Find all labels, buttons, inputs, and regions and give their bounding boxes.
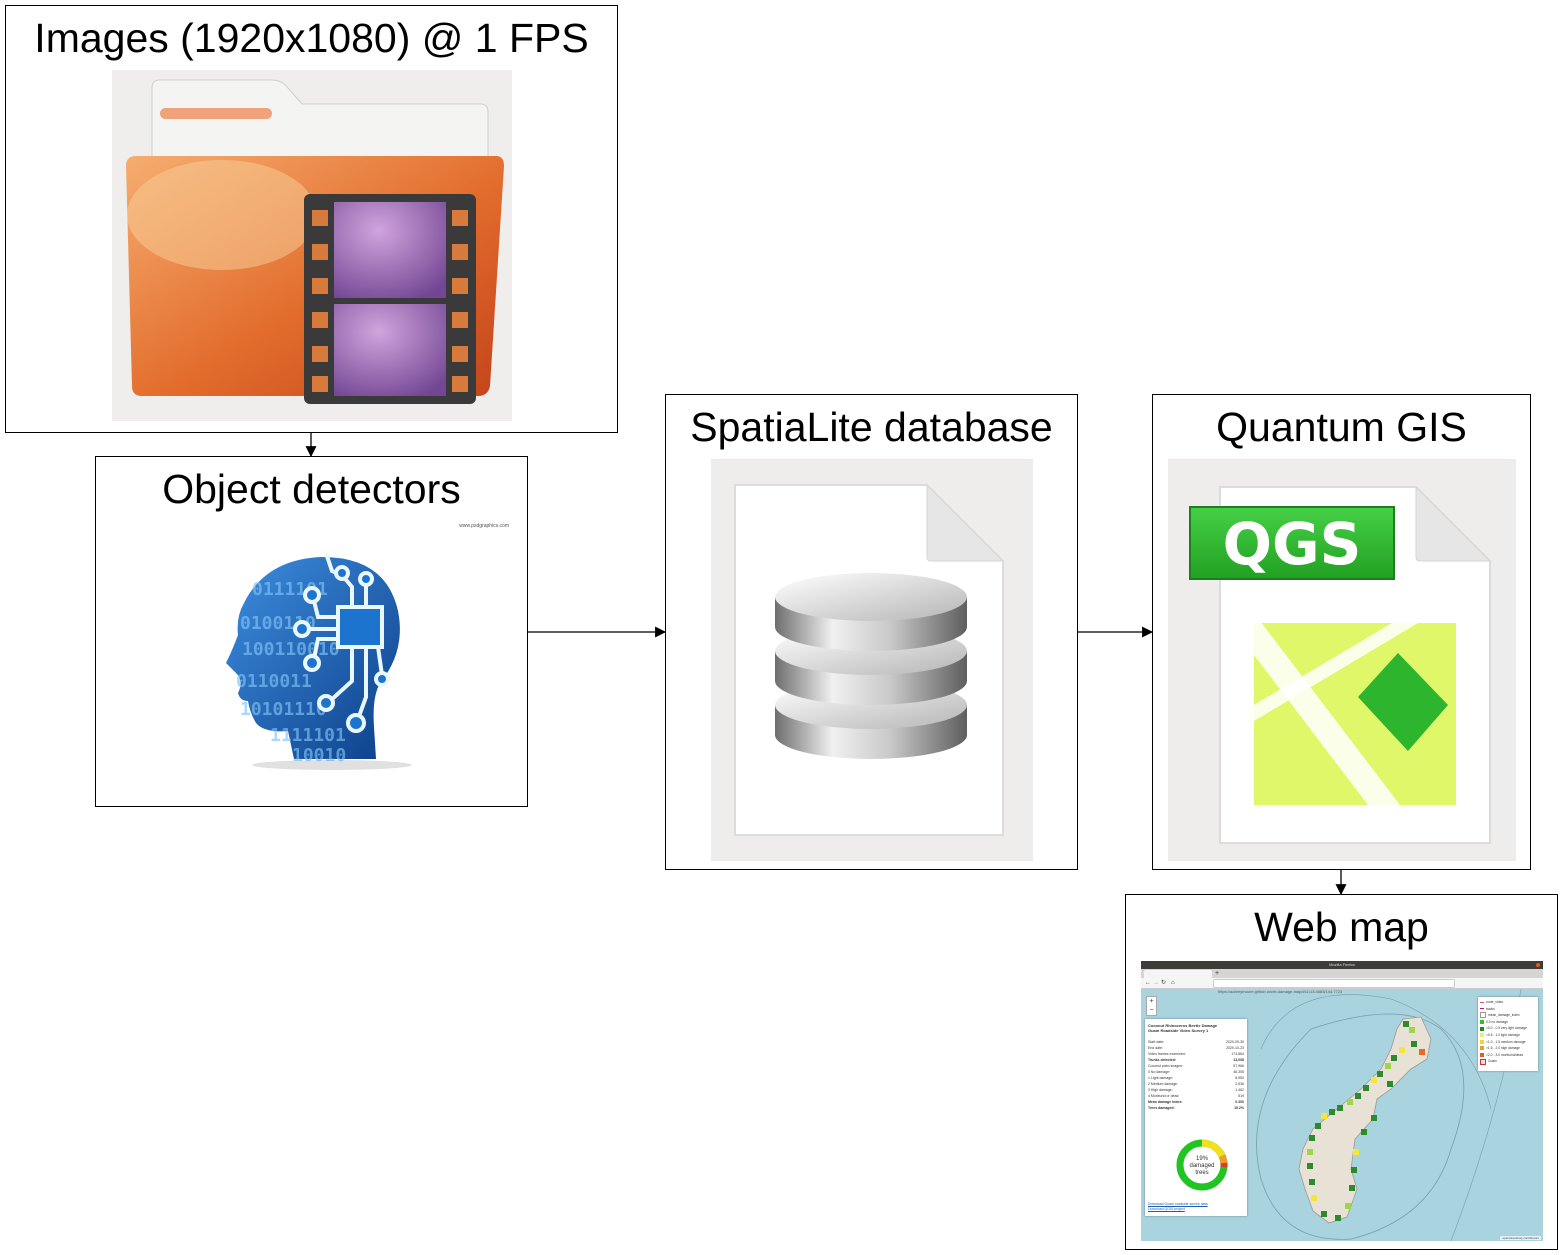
- download-qgis-link[interactable]: Download QGIS project: [1148, 1207, 1185, 1211]
- qgs-file-icon: QGS: [1168, 459, 1516, 861]
- legend-item[interactable]: 0.0 no damage: [1480, 1019, 1538, 1026]
- new-tab-icon[interactable]: +: [1215, 970, 1220, 977]
- node-qgis: Quantum GIS QGS: [1152, 394, 1531, 870]
- info-subtitle: Guam Roadside Video Survey 1: [1148, 1028, 1209, 1033]
- stat-row: Mean damage index:0.300: [1148, 1100, 1244, 1104]
- svg-text:1111101: 1111101: [270, 725, 346, 746]
- svg-text:10101110: 10101110: [240, 699, 327, 720]
- stat-row: Trunks detected:13,008: [1148, 1058, 1244, 1062]
- legend-item[interactable]: mean_damage_index: [1480, 1012, 1538, 1019]
- zoom-control: + −: [1146, 996, 1157, 1016]
- svg-text:damaged: damaged: [1189, 1163, 1214, 1169]
- database-file-icon: [711, 459, 1033, 861]
- guam-island: [1298, 1016, 1432, 1224]
- node-title-images: Images (1920x1080) @ 1 FPS: [34, 15, 589, 61]
- damage-grid-cells: [1307, 1021, 1425, 1221]
- stat-row: 3 High damage:1,462: [1148, 1088, 1244, 1092]
- back-icon[interactable]: ←: [1145, 980, 1151, 986]
- info-title: Coconut Rhinoceros Beetle Damage: [1148, 1023, 1218, 1028]
- legend-item[interactable]: >0.0 - 0.5 very light damage: [1480, 1025, 1538, 1032]
- video-folder-icon: [112, 70, 512, 421]
- svg-text:19%: 19%: [1196, 1156, 1209, 1162]
- stat-row: 0 No damage:46,305: [1148, 1070, 1244, 1074]
- stat-row: 1 Light damage:8,950: [1148, 1076, 1244, 1080]
- zoom-out-button[interactable]: −: [1149, 1007, 1154, 1014]
- info-panel: Coconut Rhinoceros Beetle Damage Guam Ro…: [1145, 1019, 1247, 1216]
- svg-text:10010: 10010: [292, 745, 346, 766]
- stat-row: 4 Moribund or dead:519: [1148, 1094, 1244, 1098]
- damage-donut-chart: 19% damaged trees: [1176, 1139, 1228, 1191]
- ai-brain-head-icon: 0111101 0100110 100110010 0110011 101011…: [226, 552, 412, 770]
- legend-item[interactable]: >0.5 - 1.0 light damage: [1480, 1032, 1538, 1039]
- layer-legend: route_video tracks mean_damage_index 0.0…: [1478, 997, 1538, 1071]
- stat-row: Trees damaged:19.2%: [1148, 1106, 1244, 1110]
- node-database: SpatiaLite database: [665, 394, 1078, 870]
- svg-text:trees: trees: [1195, 1170, 1208, 1176]
- browser-tab[interactable]: aubreymoore.github.io/crb-: [1144, 970, 1212, 984]
- legend-item[interactable]: route_video: [1480, 999, 1538, 1006]
- node-webmap: Web map Mozilla Firefox aubreymoore.gith…: [1125, 894, 1558, 1250]
- legend-item[interactable]: >2.0 - 3.0 moribund/dead: [1480, 1052, 1538, 1059]
- zoom-in-button[interactable]: +: [1149, 998, 1154, 1005]
- stat-row: 2 Medium damage:2,536: [1148, 1082, 1244, 1086]
- legend-item[interactable]: Guam: [1480, 1058, 1538, 1065]
- stats-table: Start date:2020-09-30 End date:2020-10-2…: [1145, 1039, 1247, 1111]
- download-data-link[interactable]: Download Guam roadside survey data: [1148, 1202, 1208, 1206]
- forward-icon[interactable]: →: [1153, 980, 1159, 986]
- legend-item[interactable]: >1.5 - 2.0 high damage: [1480, 1045, 1538, 1052]
- browser-window-title: Mozilla Firefox: [1329, 962, 1355, 967]
- node-title-detectors: Object detectors: [162, 466, 461, 512]
- watermark-text: www.psdgraphics.com: [459, 523, 509, 529]
- browser-navbar: ← → ↻ ⌂ https://aubreymoore.github.io/cr…: [1141, 978, 1543, 994]
- node-title-webmap: Web map: [1254, 904, 1429, 950]
- web-map-screenshot: Mozilla Firefox aubreymoore.github.io/cr…: [1141, 961, 1543, 1241]
- node-detectors: Object detectors www.psdgraphics.com 011…: [95, 456, 528, 807]
- browser-tabbar: aubreymoore.github.io/crb- +: [1141, 969, 1543, 984]
- window-close-icon[interactable]: [1536, 963, 1540, 967]
- legend-item[interactable]: tracks: [1480, 1006, 1538, 1013]
- browser-titlebar: Mozilla Firefox: [1141, 961, 1543, 969]
- node-title-database: SpatiaLite database: [690, 404, 1053, 450]
- svg-text:100110010: 100110010: [242, 639, 340, 660]
- map-attribution: openstreetmap contributors: [1500, 1236, 1541, 1240]
- home-icon[interactable]: ⌂: [1171, 980, 1175, 986]
- stat-row: End date:2020-10-23: [1148, 1046, 1244, 1050]
- reload-icon[interactable]: ↻: [1161, 980, 1167, 986]
- stat-row: Start date:2020-09-30: [1148, 1040, 1244, 1044]
- svg-text:0110011: 0110011: [236, 671, 312, 692]
- node-title-qgis: Quantum GIS: [1216, 404, 1467, 450]
- url-field[interactable]: https://aubreymoore.github.io/crb-damage…: [1213, 979, 1455, 994]
- node-images: Images (1920x1080) @ 1 FPS: [5, 5, 618, 433]
- stat-row: Video frames examined:174,864: [1148, 1052, 1244, 1056]
- legend-item[interactable]: >1.0 - 1.5 medium damage: [1480, 1039, 1538, 1046]
- stat-row: Coconut palm images:57,966: [1148, 1064, 1244, 1068]
- qgs-badge-text: QGS: [1223, 510, 1362, 578]
